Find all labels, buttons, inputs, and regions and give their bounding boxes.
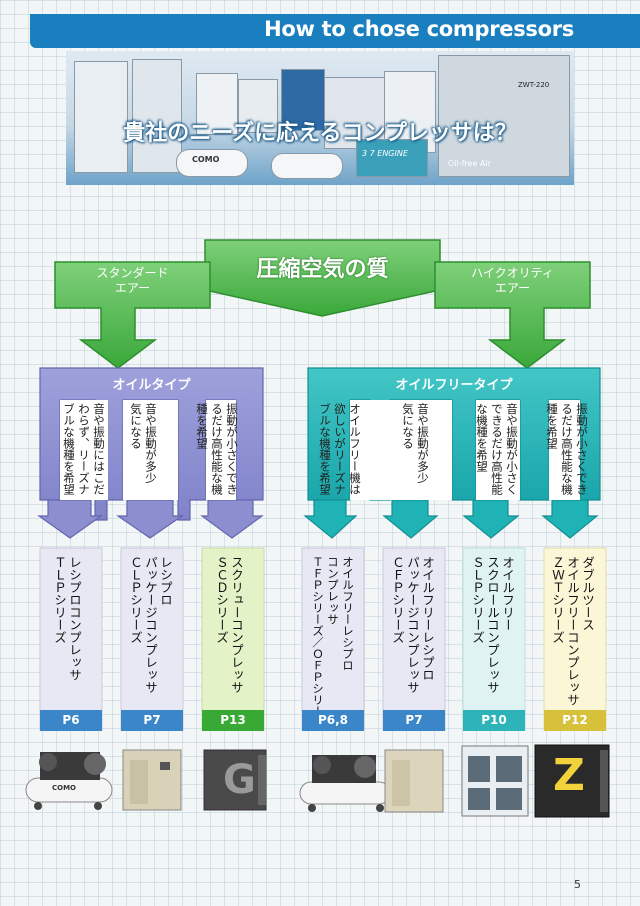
oil-need-3: 振動が小さくでき るだけ高性能な機 種を希望 [195, 403, 239, 495]
product-name-scd: スクリューコンプレッサ ＳＣＤシリーズ [214, 556, 244, 694]
page-title: How to chose compressors [264, 17, 574, 41]
header-bar [30, 14, 640, 48]
banner-logo: COMO [192, 155, 220, 164]
product-name-tfp: オイルフリーレシプロ コンプレッサ ＴＦＰシリーズ／ＯＦＰシリーズ [311, 556, 355, 729]
banner-image: COMO 3 7 ENGINE Oil-free Air ZWT-220 貴社の… [66, 51, 574, 185]
como-logo: COMO [52, 784, 77, 792]
oil-free-type-title: オイルフリータイプ [395, 378, 513, 393]
high-quality-air-arrow [434, 261, 591, 369]
page-reference-scd: P13 [202, 710, 264, 731]
banner-logo: Oil-free Air [448, 159, 491, 168]
product-name-clp: レシプロ パッケージコンプレッサ ＣＬＰシリーズ [128, 556, 173, 694]
oil-need-1: 音や振動にはこだ わらず、リーズナ ブルな機種を希望 [62, 403, 106, 495]
oil-need-2: 音や振動が多少 気になる [129, 403, 158, 484]
product-photo-scd [203, 749, 267, 811]
oil-free-need-2: 音や振動が多少 気になる [401, 403, 430, 484]
page-reference-slp: P10 [463, 710, 525, 731]
high-quality-air-label: ハイクオリティ エアー [471, 266, 554, 295]
oil-free-need-1: オイルフリー機は 欲しいがリーズナ ブルな機種を希望 [318, 403, 362, 495]
page-reference-zwt: P12 [544, 710, 606, 731]
product-photo-tfp [299, 755, 391, 812]
product-name-cfp: オイルフリーレシプロ パッケージコンプレッサ ＣＦＰシリーズ [390, 556, 435, 694]
quality-label: 圧縮空気の質 [256, 257, 389, 282]
standard-air-label: スタンダード エアー [96, 266, 169, 295]
oil-type-title: オイルタイプ [112, 378, 191, 393]
product-photo-tlp [25, 752, 113, 810]
product-name-tlp: レシプロコンプレッサ ＴＬＰシリーズ [52, 556, 82, 681]
page-reference-cfp: P7 [383, 710, 445, 731]
page-reference-clp: P7 [121, 710, 183, 731]
banner-caption: 貴社のニーズに応えるコンプレッサは？ [123, 121, 517, 146]
oil-free-need-3: 音や振動が小さく できるだけ高性能 な機種を希望 [475, 403, 519, 495]
product-name-zwt: ダブルツース オイルフリーコンプレッサ ＺＷＴシリーズ [550, 556, 595, 706]
z-logo: Z [553, 750, 585, 801]
product-photo-cfp [384, 749, 444, 813]
page-number: 5 [574, 878, 581, 891]
page-reference-tfp: P6,8 [302, 710, 364, 731]
standard-air-arrow [54, 261, 211, 369]
product-photo-clp [122, 749, 182, 811]
product-photo-zwt [534, 744, 610, 818]
g-logo: G [223, 757, 256, 803]
product-name-slp: オイルフリー スクロールコンプレッサ ＳＬＰシリーズ [470, 556, 515, 694]
banner-logo: ZWT-220 [518, 81, 550, 89]
page-reference-tlp: P6 [40, 710, 102, 731]
oil-free-need-4: 振動が小さくでき るだけ高性能な機 種を希望 [545, 403, 589, 495]
product-photo-slp [461, 745, 529, 817]
banner-logo: 3 7 ENGINE [362, 149, 408, 158]
